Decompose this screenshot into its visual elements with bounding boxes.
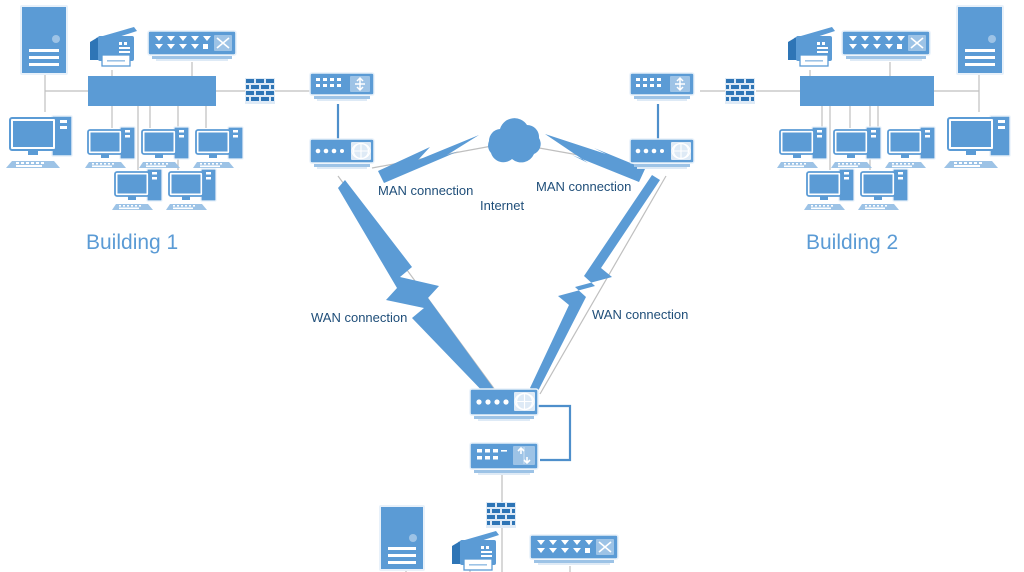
router-icon[interactable] [468,388,540,424]
desktop-icon[interactable] [777,122,832,170]
hub-icon[interactable] [840,30,932,64]
printer-icon[interactable] [448,528,504,572]
desktop-icon[interactable] [858,164,913,212]
man-right-label: MAN connection [536,179,632,194]
server-icon[interactable] [18,4,72,76]
router-icon[interactable] [628,138,696,172]
internet-label: Internet [480,198,525,213]
firewall-icon[interactable] [725,78,755,104]
desktop-icon[interactable] [6,108,80,170]
wan-right-bolt [530,175,660,393]
man-left-bolt [378,135,479,183]
desktop-icon[interactable] [885,122,940,170]
server-icon[interactable] [378,505,426,572]
wan-left-bolt [338,180,497,399]
man-right-bolt [545,134,645,182]
bus-icon [800,76,934,106]
desktop-icon[interactable] [139,122,194,170]
switch-icon[interactable] [308,72,376,104]
hub-icon[interactable] [528,534,620,568]
lightning-connectors [338,134,660,399]
building-1-label: Building 1 [86,231,179,254]
desktop-icon[interactable] [804,164,859,212]
desktop-icon[interactable] [112,164,167,212]
man-left-label: MAN connection [378,183,474,198]
desktop-icon[interactable] [193,122,248,170]
switch-icon[interactable] [468,442,540,478]
desktop-icon[interactable] [831,122,886,170]
wan-right-label: WAN connection [592,307,689,322]
server-icon[interactable] [954,4,1008,76]
cloud-icon [488,118,541,163]
switch-icon[interactable] [628,72,696,104]
firewall-icon[interactable] [486,502,516,528]
printer-icon[interactable] [86,24,142,70]
hub-icon[interactable] [146,30,238,64]
router-icon[interactable] [308,138,376,172]
printer-icon[interactable] [784,24,840,70]
firewall-icon[interactable] [245,78,275,104]
wan-left-label: WAN connection [311,310,408,325]
building-2-label: Building 2 [806,231,899,254]
desktop-icon[interactable] [944,108,1018,170]
edge-wiring [274,90,728,140]
desktop-icon[interactable] [166,164,221,212]
desktop-icon[interactable] [85,122,140,170]
bus-icon [88,76,216,106]
